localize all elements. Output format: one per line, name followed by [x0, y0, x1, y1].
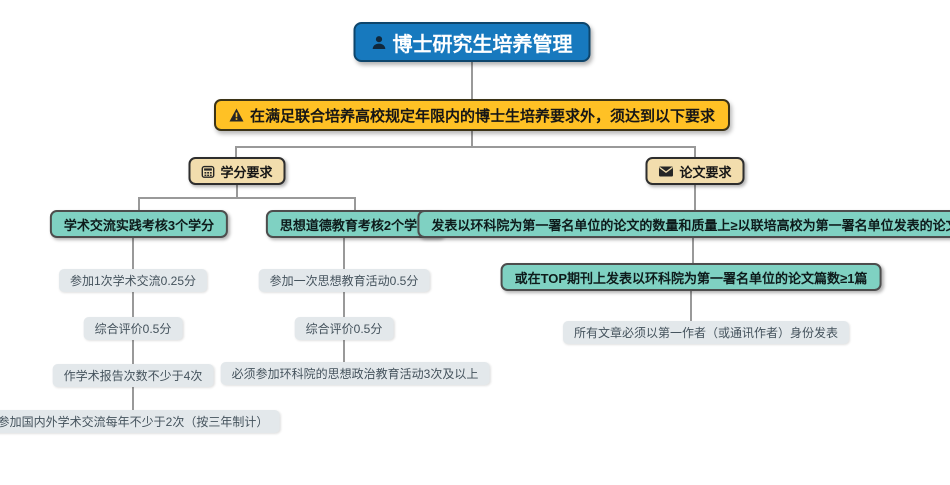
- notice-label: 在满足联合培养高校规定年限内的博士生培养要求外，须达到以下要求: [249, 107, 716, 125]
- academic-item-1-label: 参加1次学术交流0.25分: [69, 274, 197, 288]
- branch-node-paper-requirements: 论文要求: [645, 157, 745, 185]
- calculator-icon: [201, 165, 215, 178]
- academic-item-3-label: 作学术报告次数不少于4次: [63, 369, 203, 383]
- moral-education-label: 思想道德教育考核2个学分: [279, 217, 431, 233]
- leaf-moral-item-2: 综合评价0.5分: [294, 317, 394, 340]
- node-academic-exchange-credits: 学术交流实践考核3个学分: [49, 210, 229, 238]
- credit-requirements-label: 学分要求: [220, 164, 273, 180]
- branch-node-credit-requirements: 学分要求: [188, 157, 286, 185]
- moral-item-2-label: 综合评价0.5分: [305, 322, 383, 336]
- moral-item-1-label: 参加一次思想教育活动0.5分: [269, 274, 419, 288]
- leaf-academic-item-4: 参加国内外学术交流每年不少于2次（按三年制计）: [0, 410, 280, 433]
- root-node-phd-training: 博士研究生培养管理: [353, 22, 591, 62]
- leaf-academic-item-1: 参加1次学术交流0.25分: [58, 269, 208, 292]
- moral-item-3-label: 必须参加环科院的思想政治教育活动3次及以上: [231, 367, 479, 381]
- node-paper-rule-quantity-quality: 发表以环科院为第一署名单位的论文的数量和质量上≥以联培高校为第一署名单位发表的论…: [417, 210, 950, 238]
- notice-node: 在满足联合培养高校规定年限内的博士生培养要求外，须达到以下要求: [213, 99, 731, 131]
- leaf-academic-item-2: 综合评价0.5分: [83, 317, 183, 340]
- academic-exchange-label: 学术交流实践考核3个学分: [63, 217, 215, 233]
- node-paper-rule-top-journal: 或在TOP期刊上发表以环科院为第一署名单位的论文篇数≥1篇: [500, 263, 882, 291]
- academic-item-2-label: 综合评价0.5分: [94, 322, 172, 336]
- person-icon: [372, 35, 387, 50]
- paper-requirements-label: 论文要求: [679, 164, 732, 180]
- academic-item-4-label: 参加国内外学术交流每年不少于2次（按三年制计）: [0, 415, 269, 429]
- leaf-paper-authorship-note: 所有文章必须以第一作者（或通讯作者）身份发表: [562, 321, 850, 344]
- envelope-icon: [658, 166, 673, 177]
- paper-note-label: 所有文章必须以第一作者（或通讯作者）身份发表: [573, 326, 839, 340]
- warning-icon: [229, 108, 244, 122]
- paper-rule-2-label: 或在TOP期刊上发表以环科院为第一署名单位的论文篇数≥1篇: [514, 270, 868, 286]
- leaf-moral-item-1: 参加一次思想教育活动0.5分: [258, 269, 430, 292]
- root-label: 博士研究生培养管理: [392, 33, 573, 56]
- leaf-moral-item-3: 必须参加环科院的思想政治教育活动3次及以上: [220, 362, 490, 385]
- node-moral-education-credits: 思想道德教育考核2个学分: [265, 210, 445, 238]
- leaf-academic-item-3: 作学术报告次数不少于4次: [52, 364, 214, 387]
- paper-rule-1-label: 发表以环科院为第一署名单位的论文的数量和质量上≥以联培高校为第一署名单位发表的论…: [431, 217, 950, 233]
